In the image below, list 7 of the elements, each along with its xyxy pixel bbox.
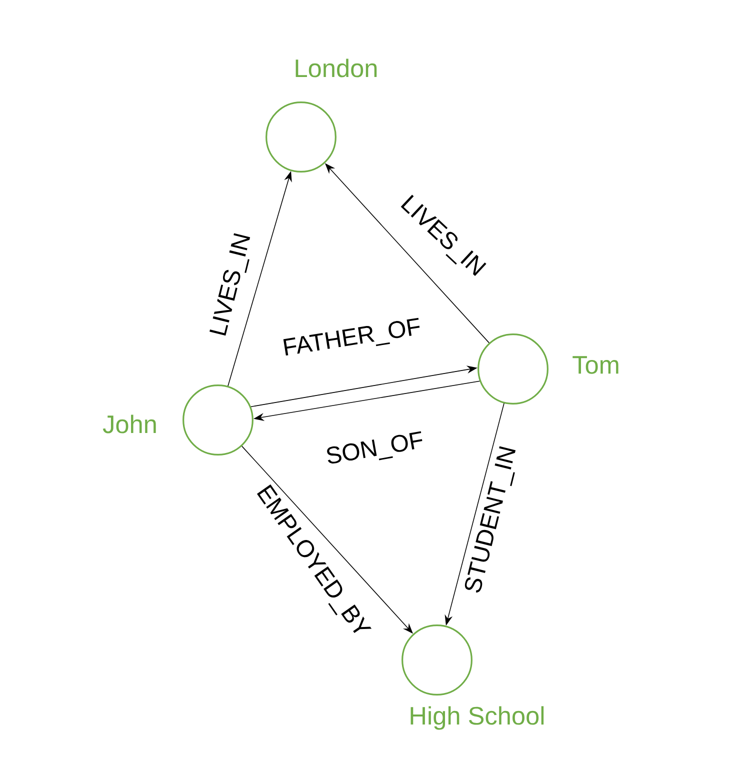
node-label: London [296, 58, 377, 78]
node-label: High School [410, 706, 544, 730]
edge-label: SON_OF [327, 431, 422, 464]
node-label: John [102, 414, 156, 434]
edge-label: FATHER_OF [283, 318, 420, 356]
edge-label: LIVES_IN [210, 233, 250, 336]
node-label: Tom [572, 356, 618, 374]
